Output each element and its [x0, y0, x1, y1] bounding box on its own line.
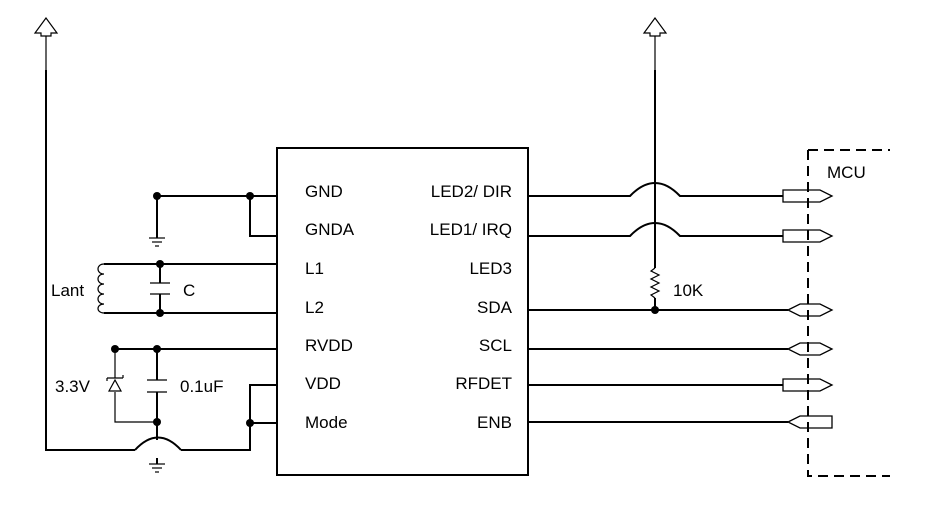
capacitor-0-1uf-icon [147, 379, 167, 393]
pullup-label: 10K [673, 281, 704, 300]
junction-l2 [156, 309, 164, 317]
pin-sda: SDA [477, 298, 513, 317]
supply-arrow-left-icon [33, 16, 59, 37]
pin-gnd: GND [305, 182, 343, 201]
voltage-label: 3.3V [55, 377, 91, 396]
pin-led3: LED3 [469, 259, 512, 278]
led2-dir-wire [528, 182, 783, 197]
ground-icon [149, 237, 165, 247]
pin-led2-dir: LED2/ DIR [431, 182, 512, 201]
port-rfdet-icon [782, 378, 834, 392]
resistor-10k-icon [649, 267, 661, 299]
port-enb-icon [786, 415, 833, 429]
pin-l1: L1 [305, 259, 324, 278]
chip-body [276, 147, 529, 476]
junction-mode [246, 419, 254, 427]
pin-rfdet: RFDET [455, 374, 512, 393]
capacitor-c-icon [150, 282, 170, 295]
pin-led1-irq: LED1/ IRQ [430, 220, 512, 239]
l1-l2-wire [104, 263, 277, 314]
port-led2-dir-icon [782, 189, 834, 203]
gnd-wire [156, 195, 277, 238]
supply-arrow-right-icon [642, 16, 668, 37]
vdd-wire [249, 384, 277, 423]
capacitor-label: C [183, 281, 195, 300]
junction-gnd [153, 192, 161, 200]
ground-bottom-icon [149, 463, 165, 473]
antenna-coil-icon [97, 263, 105, 314]
pin-vdd: VDD [305, 374, 341, 393]
rvdd-wire [115, 348, 277, 464]
zener-diode-icon [106, 375, 124, 392]
pin-mode: Mode [305, 413, 348, 432]
pin-enb: ENB [477, 413, 512, 432]
pin-scl: SCL [479, 336, 512, 355]
antenna-label: Lant [51, 281, 84, 300]
zener-wire [114, 349, 157, 423]
pin-l2: L2 [305, 298, 324, 317]
junction-l1 [156, 260, 164, 268]
junction-rvdd-cap [153, 345, 161, 353]
left-rail-wire [45, 70, 277, 451]
port-sda-icon [786, 303, 834, 317]
junction-gnd-gnda [246, 192, 254, 200]
mcu-label: MCU [827, 163, 866, 182]
mcu-boundary [807, 149, 890, 477]
pin-gnda: GNDA [305, 220, 355, 239]
pin-rvdd: RVDD [305, 336, 353, 355]
port-scl-icon [786, 342, 834, 356]
led1-irq-wire [528, 222, 783, 237]
decoupling-cap-label: 0.1uF [180, 377, 223, 396]
junction-cap-bottom [153, 418, 161, 426]
